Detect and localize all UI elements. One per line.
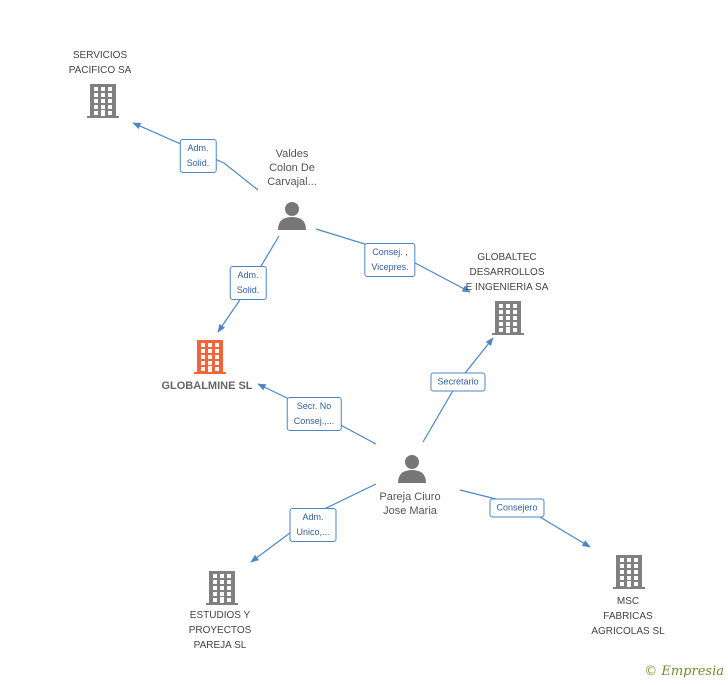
edge-valdes-servicios — [132, 122, 259, 191]
edge-label-valdes-globalmine: Adm. Solid. — [229, 266, 267, 300]
icons-layer — [87, 84, 645, 605]
building-icon-globalmine[interactable] — [194, 340, 226, 374]
company-label-globalmine[interactable]: GLOBALMINE SL — [161, 380, 253, 392]
copyright-icon: © — [644, 664, 658, 679]
person-label-valdes[interactable]: Valdes Colon De Carvajal... — [267, 148, 317, 188]
building-icon-globaltec[interactable] — [492, 301, 524, 335]
edge-label-pareja-msc: Consejero — [489, 498, 545, 518]
edge-label-valdes-globaltec: Consej. , Vicepres. — [364, 243, 416, 277]
company-label-estudios[interactable]: ESTUDIOS Y PROYECTOS PAREJA SL — [188, 610, 252, 651]
company-label-servicios-pacifico[interactable]: SERVICIOS PACIFICO SA — [68, 50, 132, 76]
person-label-pareja[interactable]: Pareja Ciuro Jose Maria — [379, 491, 441, 517]
edge-label-pareja-globalmine: Secr. No Consej.,... — [286, 397, 342, 431]
brand-footer[interactable]: © Empresia — [644, 664, 724, 679]
company-label-msc[interactable]: MSC FABRICAS AGRICOLAS SL — [591, 596, 665, 637]
building-icon-msc[interactable] — [613, 555, 645, 589]
brand-logo: Empresia — [661, 664, 724, 679]
building-icon-servicios-pacifico[interactable] — [87, 84, 119, 118]
company-label-globaltec[interactable]: GLOBALTEC DESARROLLOS E INGENIERIA SA — [465, 252, 549, 293]
building-icon-estudios[interactable] — [206, 571, 238, 605]
edge-label-valdes-servicios: Adm. Solid. — [179, 139, 217, 173]
edge-label-pareja-estudios: Adm. Unico,... — [289, 508, 337, 542]
person-icon-valdes[interactable] — [278, 202, 306, 230]
edge-label-pareja-globaltec: Secretario — [430, 372, 486, 392]
person-icon-pareja[interactable] — [398, 455, 426, 483]
